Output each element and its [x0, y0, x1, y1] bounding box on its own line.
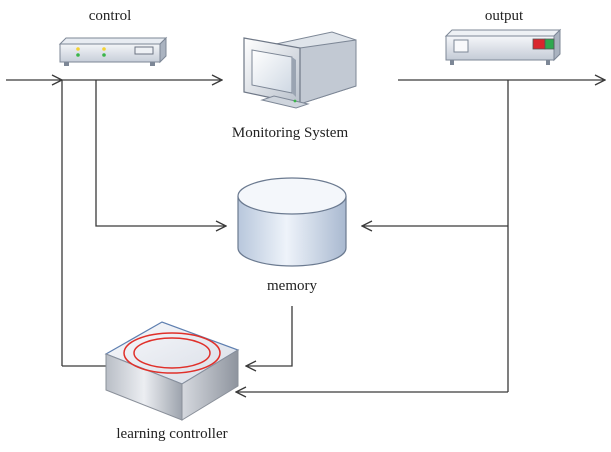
ring-inner [133, 337, 211, 369]
output-label: output [485, 8, 524, 24]
control-to-memory-arrow [95, 80, 226, 226]
monitoring-system: Monitoring System [232, 31, 357, 141]
learning-label: learning controller [116, 426, 227, 442]
memory-label: memory [267, 278, 317, 294]
learning-box-icon [104, 321, 240, 421]
connectors [6, 80, 605, 392]
control-unit-icon [58, 36, 168, 66]
database-cylinder-icon [237, 177, 347, 267]
output-device: output [444, 8, 562, 65]
control-label: control [89, 8, 132, 24]
output-device-icon [444, 28, 562, 65]
memory: memory [237, 177, 347, 294]
monitoring-label: Monitoring System [232, 125, 349, 141]
crt-monitor-icon [243, 31, 357, 109]
memory-to-learning-arrow [246, 306, 293, 366]
ring-outer [123, 332, 221, 374]
control-unit: control [58, 8, 168, 66]
learning-controller: learning controller [104, 321, 240, 442]
